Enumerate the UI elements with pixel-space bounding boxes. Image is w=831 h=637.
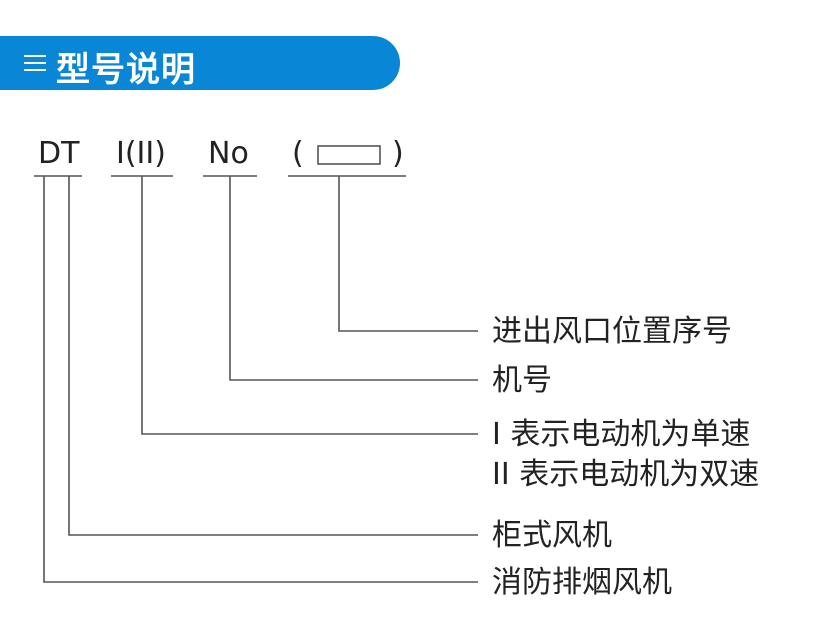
connector-number [229,176,478,381]
code-dt: DT [38,136,80,171]
menu-lines-icon [24,53,46,73]
section-title: 型号说明 [56,50,196,90]
placeholder-box [317,145,381,165]
desc-machine-number: 机号 [492,363,552,398]
connector-motor [141,176,478,435]
connector-cabinet [68,176,478,536]
desc-inlet-position: 进出风口位置序号 [492,314,732,349]
desc-motor-single: I 表示电动机为单速 [492,417,751,452]
desc-smoke-exhaust-fan: 消防排烟风机 [492,565,672,600]
code-inlet-open-paren: ( [292,136,304,171]
connector-inlet [338,176,478,332]
code-motor: I(II) [116,136,166,171]
connector-smoke [43,176,478,583]
desc-motor-double: II 表示电动机为双速 [492,457,760,492]
desc-cabinet-fan: 柜式风机 [492,518,612,553]
code-inlet-close-paren: ) [392,136,404,171]
code-number: No [208,136,249,171]
section-header-bar: 型号说明 [0,36,400,90]
